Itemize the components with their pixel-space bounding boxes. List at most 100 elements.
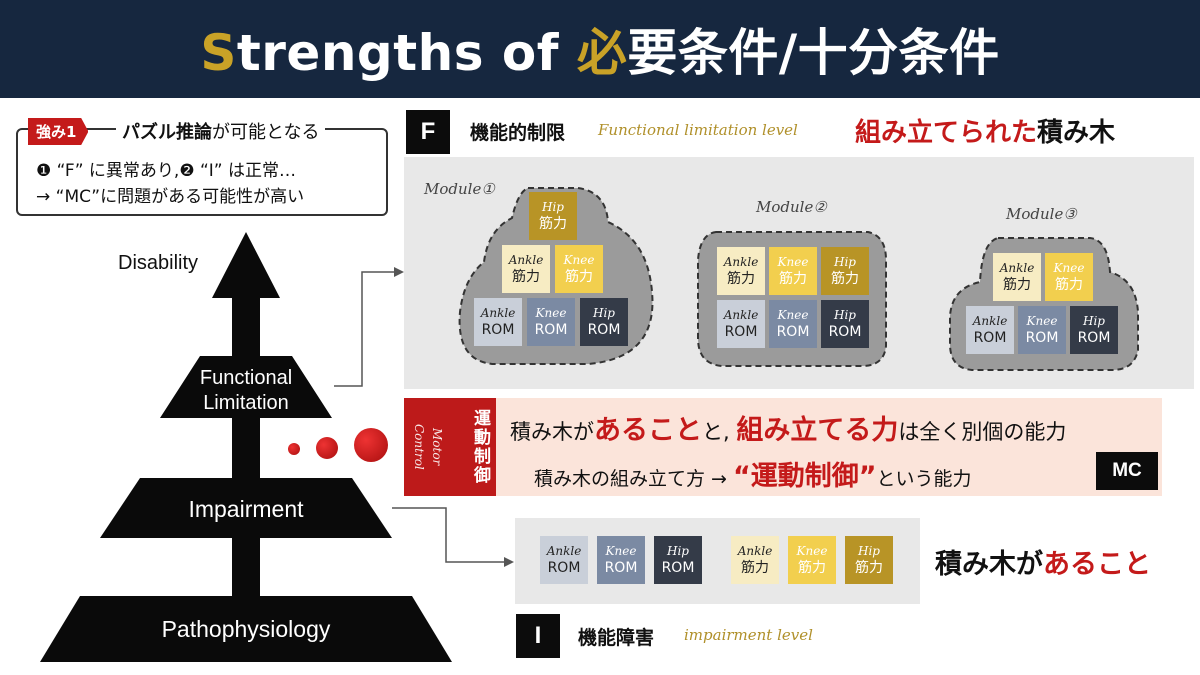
callout-heading-bold: パズル推論 — [122, 122, 212, 143]
block-kind: 筋力 — [1055, 277, 1083, 293]
i-letter-badge: I — [516, 614, 560, 658]
block-kind: ROM — [661, 560, 695, 576]
motor-control-side-label: Motor Control 運動制御 — [404, 398, 496, 496]
module-2-label: Module② — [756, 198, 827, 216]
block-name: Ankle — [508, 253, 544, 267]
block-name: Hip — [858, 544, 880, 558]
m2-knee-strength: Knee 筋力 — [769, 247, 817, 295]
block-name: Knee — [1053, 261, 1085, 275]
i-ankle-strength: Ankle 筋力 — [731, 536, 779, 584]
mc-badge: MC — [1096, 452, 1158, 490]
mc-l2-a: 積み木の組み立て方 → — [534, 468, 733, 490]
title-tail: 要条件/十分条件 — [627, 24, 1000, 82]
pyramid-shaft — [232, 292, 260, 597]
red-dot-medium — [316, 437, 338, 459]
assembled-blocks-caption: 組み立てられた積み木 — [855, 112, 1115, 149]
motor-control-jp: 運動制御 — [470, 409, 490, 485]
pyramid-apex — [212, 232, 280, 298]
callout-heading: パズル推論が可能となる — [116, 118, 326, 144]
block-kind: ROM — [587, 322, 621, 338]
pathophysiology-label: Pathophysiology — [161, 616, 331, 642]
block-name: Ankle — [737, 544, 773, 558]
pathophysiology-tier — [40, 596, 452, 662]
block-name: Ankle — [972, 314, 1008, 328]
block-name: Hip — [542, 200, 564, 214]
block-name: Ankle — [723, 308, 759, 322]
block-name: Ankle — [480, 306, 516, 320]
block-kind: ROM — [828, 324, 862, 340]
title-accent: S — [200, 24, 237, 82]
block-kind: ROM — [1077, 330, 1111, 346]
mc-l2-b: “運動制御” — [733, 461, 877, 492]
assembled-caption-black: 積み木 — [1037, 118, 1116, 148]
block-name: Knee — [777, 308, 809, 322]
block-kind: ROM — [481, 322, 515, 338]
module-3-label: Module③ — [1006, 205, 1077, 223]
callout-line-1: ❶ “F” に異常あり,❷ “I” は正常… — [36, 161, 296, 181]
functional-label-line1: Functional — [199, 367, 293, 389]
disability-label: Disability — [118, 252, 199, 274]
blocks-exist-red: あること — [1043, 549, 1151, 580]
block-name: Hip — [834, 255, 856, 269]
block-name: Knee — [1026, 314, 1058, 328]
block-kind: 筋力 — [831, 271, 859, 287]
block-kind: ROM — [776, 324, 810, 340]
block-kind: 筋力 — [1003, 277, 1031, 293]
arrow-head-functional — [394, 267, 404, 277]
arrow-to-impairment — [392, 507, 508, 563]
block-kind: 筋力 — [727, 271, 755, 287]
block-name: Hip — [1083, 314, 1105, 328]
impairment-tier — [100, 478, 392, 538]
block-kind: 筋力 — [512, 269, 540, 285]
block-name: Ankle — [999, 261, 1035, 275]
blocks-exist-caption: 積み木があること — [935, 542, 1151, 581]
block-kind: 筋力 — [779, 271, 807, 287]
block-kind: 筋力 — [565, 269, 593, 285]
red-dot-large — [354, 428, 388, 462]
title-accent-2: 必 — [576, 24, 628, 82]
mc-l1-b: あること — [594, 415, 702, 446]
block-kind: ROM — [534, 322, 568, 338]
block-kind: ROM — [604, 560, 638, 576]
block-name: Hip — [834, 308, 856, 322]
block-name: Knee — [535, 306, 567, 320]
arrow-to-functional — [334, 271, 398, 387]
mc-l1-d: 組み立てる力 — [736, 415, 899, 446]
title-bar: Strengths of 必要条件/十分条件 — [0, 0, 1200, 98]
block-name: Knee — [605, 544, 637, 558]
block-kind: 筋力 — [741, 560, 769, 576]
block-name: Ankle — [546, 544, 582, 558]
impairment-label: Impairment — [188, 496, 304, 522]
block-name: Knee — [777, 255, 809, 269]
block-name: Hip — [593, 306, 615, 320]
motor-control-line-2: 積み木の組み立て方 → “運動制御”という能力 — [534, 454, 972, 493]
block-name: Knee — [796, 544, 828, 558]
block-kind: ROM — [547, 560, 581, 576]
m3-ankle-strength: Ankle 筋力 — [993, 253, 1041, 301]
m3-knee-strength: Knee 筋力 — [1045, 253, 1093, 301]
m2-hip-strength: Hip 筋力 — [821, 247, 869, 295]
strength-callout: 強み1 パズル推論が可能となる ❶ “F” に異常あり,❷ “I” は正常… →… — [16, 118, 388, 216]
red-dot-small — [288, 443, 300, 455]
functional-limitation-tier — [160, 356, 332, 418]
block-kind: ROM — [973, 330, 1007, 346]
mc-l1-c: と, — [702, 420, 737, 444]
impairment-subtitle: impairment level — [684, 626, 813, 644]
functional-subtitle: Functional limitation level — [598, 121, 798, 139]
block-name: Knee — [563, 253, 595, 267]
module-1-label: Module① — [424, 180, 495, 198]
title-part: trengths of — [236, 24, 577, 82]
